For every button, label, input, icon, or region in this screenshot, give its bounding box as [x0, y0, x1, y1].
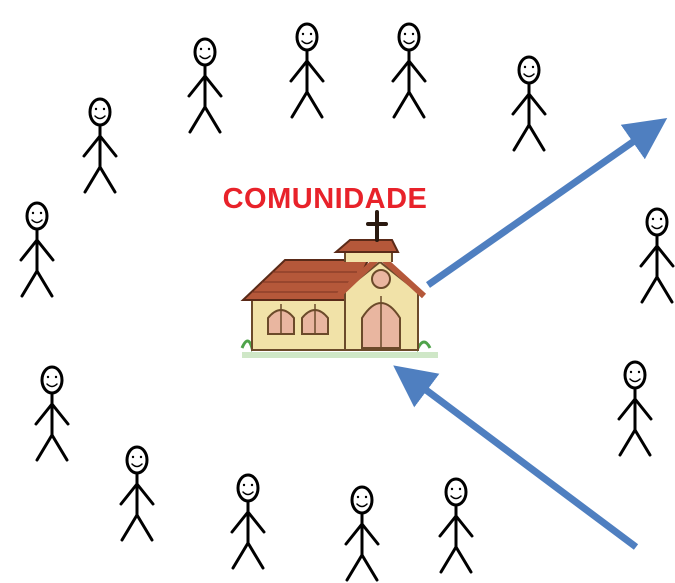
stick-figure-icon — [19, 201, 55, 298]
stick-figure-icon — [82, 97, 118, 194]
stick-figure-icon — [34, 365, 70, 462]
stick-figure-icon — [230, 473, 266, 570]
arrow-in-icon — [393, 365, 639, 550]
stick-figure-icon — [391, 22, 427, 119]
stick-figure-icon — [119, 445, 155, 542]
arrow-out-icon — [425, 117, 668, 288]
stick-figure-icon — [617, 360, 653, 457]
stick-figure-icon — [187, 37, 223, 134]
stick-figure-icon — [438, 477, 474, 574]
stick-figure-icon — [344, 485, 380, 582]
stick-figure-icon — [639, 207, 675, 304]
stick-figure-icon — [289, 22, 325, 119]
stick-figure-icon — [511, 55, 547, 152]
community-title: COMUNIDADE — [222, 183, 428, 215]
